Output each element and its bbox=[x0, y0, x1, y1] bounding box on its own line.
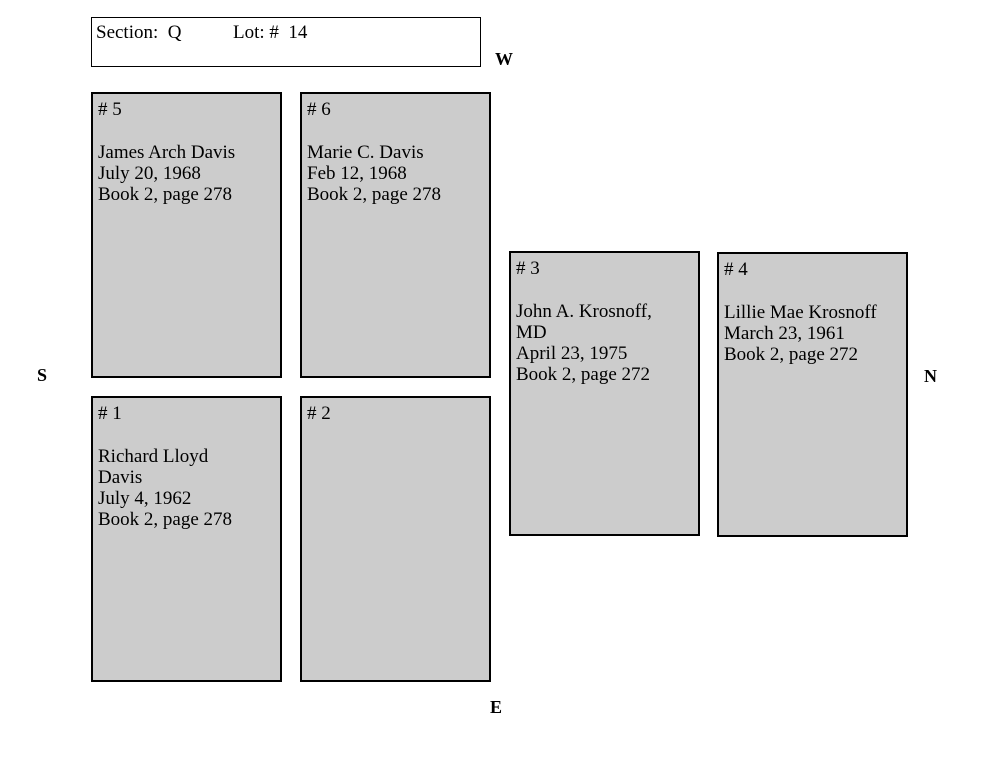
plot-number: # 6 bbox=[307, 99, 331, 120]
grave-plot-5: # 5 James Arch Davis July 20, 1968 Book … bbox=[91, 92, 282, 378]
plot-number: # 4 bbox=[724, 259, 748, 280]
compass-south: S bbox=[37, 365, 48, 385]
plot-number: # 5 bbox=[98, 99, 122, 120]
section-lot-header: Section: Q Lot: # 14 bbox=[91, 17, 481, 67]
plot-record: Book 2, page 278 bbox=[98, 184, 233, 205]
compass-west: W bbox=[495, 49, 513, 69]
compass-east: E bbox=[490, 697, 503, 717]
plot-name: Richard Lloyd bbox=[98, 446, 209, 467]
plot-number: # 3 bbox=[516, 258, 540, 279]
plot-name: Lillie Mae Krosnoff bbox=[724, 302, 877, 323]
plot-date: July 20, 1968 bbox=[98, 163, 201, 184]
plot-record: Book 2, page 272 bbox=[724, 344, 859, 365]
grave-plot-4: # 4 Lillie Mae Krosnoff March 23, 1961 B… bbox=[717, 252, 908, 537]
grave-plot-2: # 2 bbox=[300, 396, 491, 682]
plot-record: Book 2, page 278 bbox=[307, 184, 442, 205]
plot-name: John A. Krosnoff, bbox=[516, 301, 652, 322]
compass-north: N bbox=[924, 366, 937, 386]
lot-label: Lot: # 14 bbox=[233, 22, 308, 43]
plot-number: # 2 bbox=[307, 403, 331, 424]
plot-date: July 4, 1962 bbox=[98, 488, 192, 509]
grave-plot-6: # 6 Marie C. Davis Feb 12, 1968 Book 2, … bbox=[300, 92, 491, 378]
plot-date: April 23, 1975 bbox=[516, 343, 628, 364]
plot-name: Marie C. Davis bbox=[307, 142, 424, 163]
plot-number: # 1 bbox=[98, 403, 122, 424]
plot-date: Feb 12, 1968 bbox=[307, 163, 407, 184]
grave-plot-3: # 3 John A. Krosnoff, MD April 23, 1975 … bbox=[509, 251, 700, 536]
section-label: Section: Q bbox=[96, 22, 182, 43]
plot-name: James Arch Davis bbox=[98, 142, 236, 163]
plot-name-cont: MD bbox=[516, 322, 547, 343]
plot-name-cont: Davis bbox=[98, 467, 143, 488]
grave-plot-1: # 1 Richard Lloyd Davis July 4, 1962 Boo… bbox=[91, 396, 282, 682]
plot-record: Book 2, page 272 bbox=[516, 364, 651, 385]
plot-date: March 23, 1961 bbox=[724, 323, 845, 344]
plot-record: Book 2, page 278 bbox=[98, 509, 233, 530]
